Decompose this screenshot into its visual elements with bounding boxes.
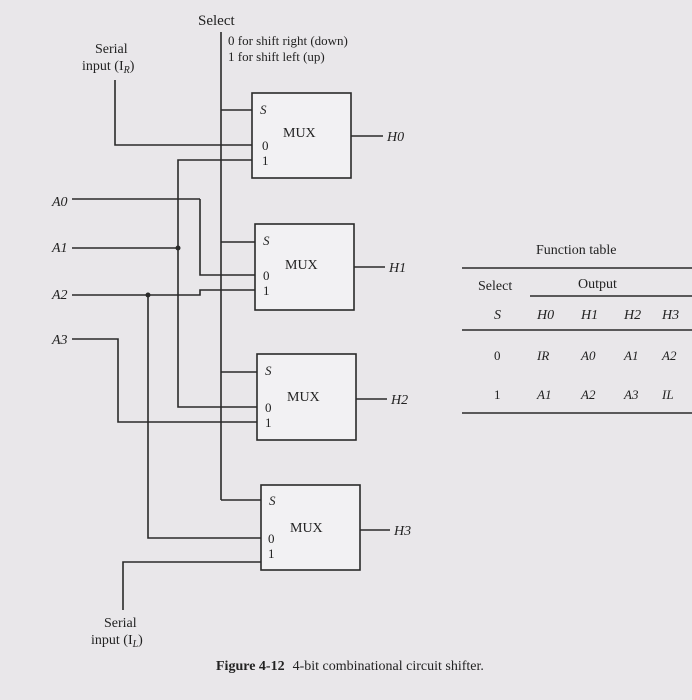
table-row0-h2: A1 xyxy=(623,348,638,363)
select-option-0: 0 for shift right (down) xyxy=(228,33,348,48)
mux-1-s-pin: S xyxy=(263,233,270,248)
mux-0: S 0 1 MUX xyxy=(251,92,352,179)
mux-3: S 0 1 MUX xyxy=(260,484,361,571)
output-label-h2: H2 xyxy=(390,393,408,408)
function-table-title: Function table xyxy=(536,243,617,258)
function-table-output-header: Output xyxy=(578,277,617,292)
serial-input-left-line1: Serial xyxy=(104,616,137,631)
function-table-select-header: Select xyxy=(478,279,512,294)
mux-1-pin-1: 1 xyxy=(263,283,270,298)
table-row0-h3: A2 xyxy=(661,348,677,363)
table-row1-h0: A1 xyxy=(536,387,551,402)
mux-2-label: MUX xyxy=(287,390,320,405)
table-header-h1: H1 xyxy=(580,308,598,323)
table-header-s: S xyxy=(494,308,501,323)
mux-3-s-pin: S xyxy=(269,493,276,508)
output-label-h3: H3 xyxy=(393,524,411,539)
mux-0-s-pin: S xyxy=(260,102,267,117)
serial-input-right-line2: input (IR) xyxy=(82,59,135,76)
table-row0-s: 0 xyxy=(494,348,501,363)
table-row0-h0: IR xyxy=(536,348,549,363)
select-title: Select xyxy=(198,13,235,29)
table-header-h3: H3 xyxy=(661,308,679,323)
input-label-a2: A2 xyxy=(51,288,68,303)
mux-1: S 0 1 MUX xyxy=(254,223,355,311)
mux-0-pin-0: 0 xyxy=(262,138,269,153)
input-label-a0: A0 xyxy=(51,195,68,210)
serial-input-right-wire xyxy=(114,80,252,146)
a2-to-mux3-pin0 xyxy=(147,295,261,539)
mux-0-pin-1: 1 xyxy=(262,153,269,168)
wiring xyxy=(72,32,390,610)
mux-1-box xyxy=(254,223,355,311)
mux-1-pin-0: 0 xyxy=(263,268,270,283)
table-header-h2: H2 xyxy=(623,308,641,323)
mux-2-box xyxy=(256,353,357,441)
mux-1-label: MUX xyxy=(285,258,318,273)
mux-3-label: MUX xyxy=(290,521,323,536)
table-row0-h1: A0 xyxy=(580,348,596,363)
serial-input-left-wire xyxy=(122,561,261,610)
mux-2-pin-0: 0 xyxy=(265,400,272,415)
mux-3-pin-0: 0 xyxy=(268,531,275,546)
mux-2-s-pin: S xyxy=(265,363,272,378)
mux-0-label: MUX xyxy=(283,126,316,141)
a1-to-mux2-pin0 xyxy=(177,248,257,408)
input-label-a3: A3 xyxy=(51,333,68,348)
output-label-h0: H0 xyxy=(386,130,404,145)
input-label-a1: A1 xyxy=(51,241,68,256)
a1-to-mux0-pin1 xyxy=(177,159,252,248)
mux-3-pin-1: 1 xyxy=(268,546,275,561)
table-row1-h3: IL xyxy=(661,387,674,402)
mux-3-box xyxy=(260,484,361,571)
a3-to-mux2-pin1 xyxy=(72,338,257,423)
table-row1-h1: A2 xyxy=(580,387,596,402)
table-row1-h2: A3 xyxy=(623,387,639,402)
mux-0-box xyxy=(251,92,352,179)
output-label-h1: H1 xyxy=(388,261,406,276)
serial-input-left-line2: input (IL) xyxy=(91,633,143,650)
serial-input-right-line1: Serial xyxy=(95,42,128,57)
mux-2-pin-1: 1 xyxy=(265,415,272,430)
mux-2: S 0 1 MUX xyxy=(256,353,357,441)
a2-to-mux1-pin1 xyxy=(148,289,255,296)
table-header-h0: H0 xyxy=(536,308,554,323)
a0-to-mux1-pin0 xyxy=(199,199,255,276)
function-table: Function table Select Output S H0 H1 H2 … xyxy=(462,243,692,414)
select-option-1: 1 for shift left (up) xyxy=(228,49,325,64)
table-row1-s: 1 xyxy=(494,387,501,402)
